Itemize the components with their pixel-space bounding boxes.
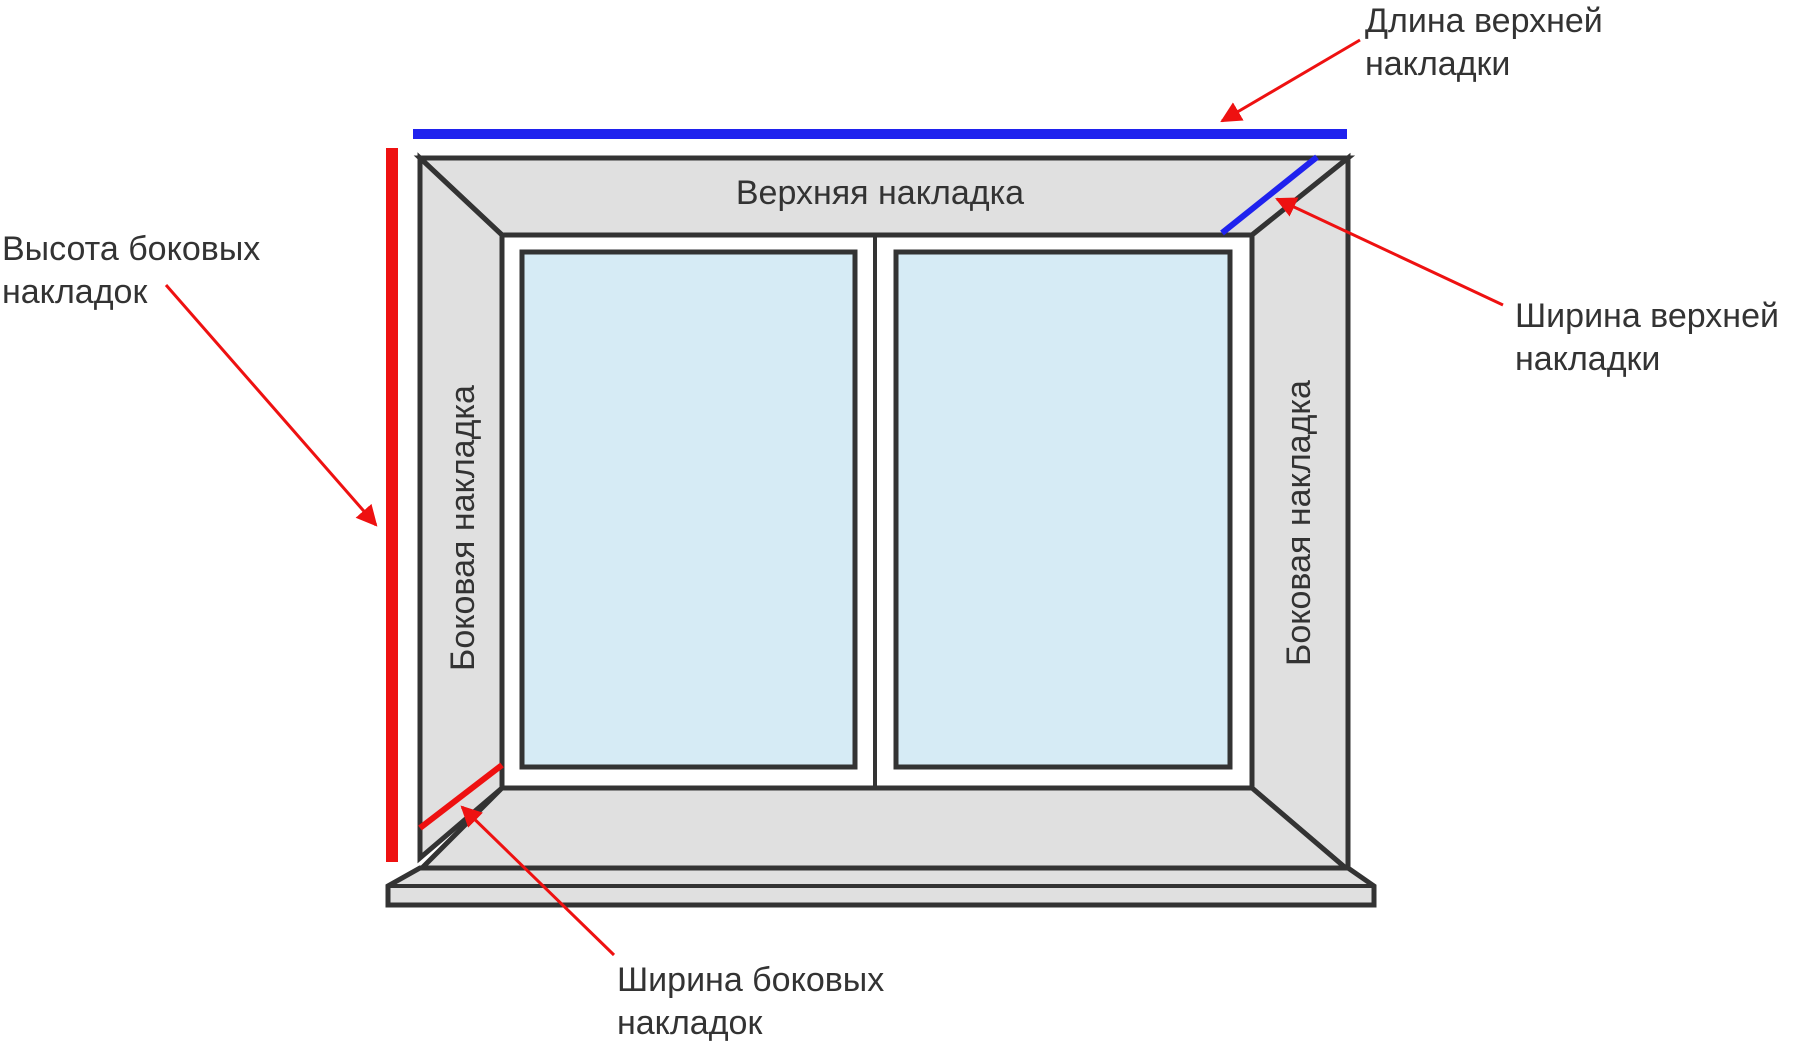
callout-top-length-line2: накладки <box>1365 45 1510 83</box>
glass-pane-right <box>893 249 1233 770</box>
arrow-top-width <box>1275 197 1504 307</box>
callout-top-width: Ширина верхней накладки <box>1515 297 1788 378</box>
glass-pane-left <box>519 249 858 770</box>
callout-top-width-line2: накладки <box>1515 340 1660 378</box>
callout-side-width: Ширина боковых накладок <box>617 961 894 1042</box>
bottom-slope-panel <box>413 785 1355 873</box>
callout-top-length: Длина верхней накладки <box>1365 2 1612 83</box>
side-width-measure <box>418 762 504 831</box>
left-panel-label: Боковая накладка <box>444 385 482 671</box>
top-panel-label: Верхняя накладка <box>736 174 1024 212</box>
callout-side-height-line2: накладок <box>2 273 148 311</box>
callout-top-length-line1: Длина верхней <box>1365 2 1603 40</box>
arrow-side-width <box>460 805 616 957</box>
right-panel-label: Боковая накладка <box>1280 380 1318 666</box>
callout-side-width-line2: накладок <box>617 1004 763 1042</box>
callout-top-width-line1: Ширина верхней <box>1515 297 1779 335</box>
callout-side-width-line1: Ширина боковых <box>617 961 884 999</box>
top-width-measure <box>1220 154 1319 236</box>
arrow-side-height <box>164 284 378 527</box>
callout-side-height: Высота боковых накладок <box>2 230 270 311</box>
arrow-top-length <box>1220 38 1361 123</box>
callout-side-height-line1: Высота боковых <box>2 230 260 268</box>
